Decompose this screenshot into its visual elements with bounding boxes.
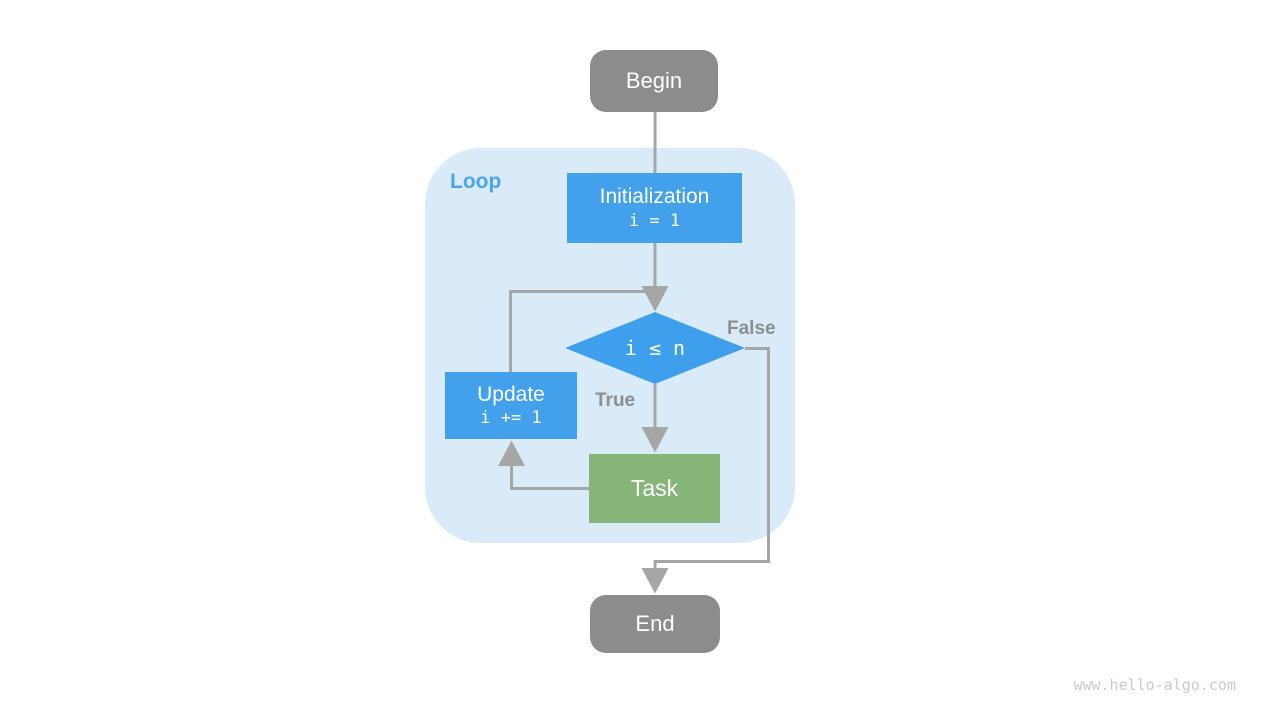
initialization-node: Initialization i = 1 bbox=[567, 173, 742, 243]
update-code: i += 1 bbox=[480, 408, 542, 428]
end-node: End bbox=[590, 595, 720, 653]
false-branch-label: False bbox=[727, 318, 776, 339]
loop-region-label: Loop bbox=[450, 170, 502, 193]
begin-node-label: Begin bbox=[625, 68, 683, 94]
end-node-label: End bbox=[635, 611, 675, 637]
site-watermark: www.hello-algo.com bbox=[1073, 676, 1236, 694]
update-title: Update bbox=[477, 382, 545, 406]
initialization-code: i = 1 bbox=[628, 210, 681, 231]
task-node-label: Task bbox=[630, 475, 679, 502]
begin-node: Begin bbox=[590, 50, 718, 112]
task-node: Task bbox=[589, 454, 720, 523]
update-node: Update i += 1 bbox=[445, 372, 577, 439]
condition-code: i ≤ n bbox=[624, 335, 686, 360]
initialization-title: Initialization bbox=[599, 185, 710, 209]
true-branch-label: True bbox=[595, 390, 636, 411]
